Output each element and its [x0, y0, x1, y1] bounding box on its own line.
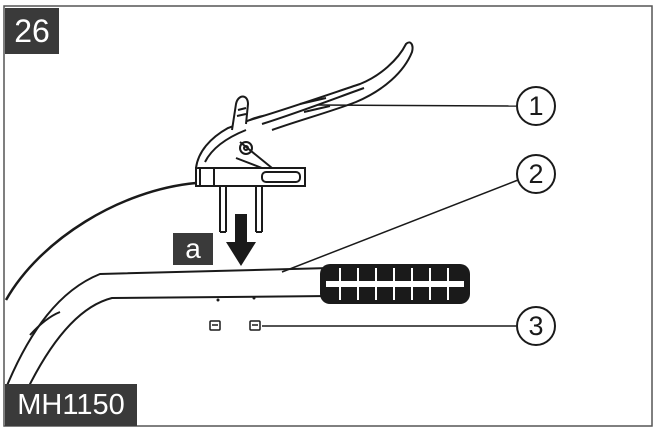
down-arrow-icon — [226, 214, 256, 266]
handlebar — [5, 267, 331, 389]
brake-lever — [195, 41, 414, 233]
step-label: a — [173, 233, 213, 265]
mounting-hole — [252, 296, 256, 300]
callout-mounting-nuts: 3 — [516, 306, 556, 346]
mounting-nuts — [209, 320, 261, 331]
leader-lines — [262, 104, 519, 327]
model-label: MH1150 — [5, 384, 137, 426]
mounting-hole — [216, 298, 220, 302]
callout-handlebar: 2 — [516, 154, 556, 194]
callout-brake-lever: 1 — [516, 86, 556, 126]
frame-border — [3, 5, 653, 427]
handlebar-grip — [320, 264, 470, 304]
brake-cable — [4, 181, 197, 301]
figure-number: 26 — [5, 8, 59, 54]
